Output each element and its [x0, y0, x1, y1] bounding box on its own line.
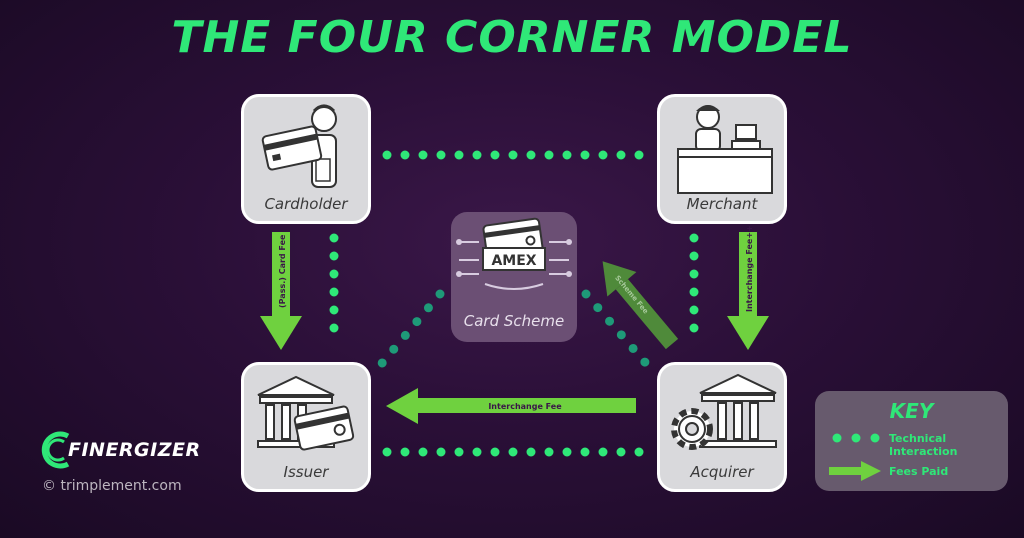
legend-dot	[870, 433, 880, 443]
arrow-scheme-fee	[602, 261, 679, 350]
issuer-node: Issuer	[241, 362, 371, 492]
merchant-node: Merchant	[657, 94, 787, 224]
page-title: THE FOUR CORNER MODEL	[171, 12, 853, 63]
label-scheme-fee: Scheme Fee	[613, 274, 650, 316]
cardholder-icon	[261, 104, 337, 188]
finergizer-logo-text: FINERGIZER	[68, 439, 201, 461]
card-scheme-label: Card Scheme	[463, 312, 565, 330]
bank-gear-icon	[671, 373, 777, 450]
dotted-line-scheme-acquirer	[581, 289, 655, 373]
legend-symbols	[829, 433, 881, 481]
arrow-interchange-fee-plus	[727, 232, 769, 350]
legend-box: KEY Technical Interaction Fees Paid	[815, 391, 1008, 491]
acquirer-node: Acquirer	[657, 362, 787, 492]
label-interchange-fee: Interchange Fee	[488, 402, 562, 411]
legend-arrow	[829, 461, 881, 481]
card-brand-label: AMEX	[491, 253, 536, 269]
merchant-label: Merchant	[686, 195, 758, 213]
legend-title: KEY	[889, 399, 934, 423]
legend-dot	[832, 433, 842, 443]
arrow-interchange-fee	[386, 388, 636, 424]
legend-dot	[851, 433, 861, 443]
label-interchange-fee-plus: Interchange Fee++	[745, 225, 754, 312]
merchant-icon	[677, 105, 773, 194]
card-scheme-node: AMEX Card Scheme	[451, 212, 577, 342]
legend-technical-label: Technical Interaction	[889, 432, 958, 458]
label-card-fee: (Pass.) Card Fee	[278, 234, 287, 308]
finergizer-logo-icon	[41, 431, 70, 469]
dotted-line-scheme-issuer	[373, 289, 445, 373]
copyright-text: © trimplement.com	[42, 478, 182, 494]
acquirer-label: Acquirer	[690, 463, 754, 481]
bank-card-icon	[257, 375, 355, 451]
cardholder-node: Cardholder	[241, 94, 371, 224]
card-scheme-icon: AMEX	[456, 217, 572, 290]
cardholder-label: Cardholder	[264, 195, 348, 213]
issuer-label: Issuer	[283, 463, 329, 481]
arrow-card-fee	[260, 232, 302, 350]
legend-fees-label: Fees Paid	[889, 465, 949, 478]
